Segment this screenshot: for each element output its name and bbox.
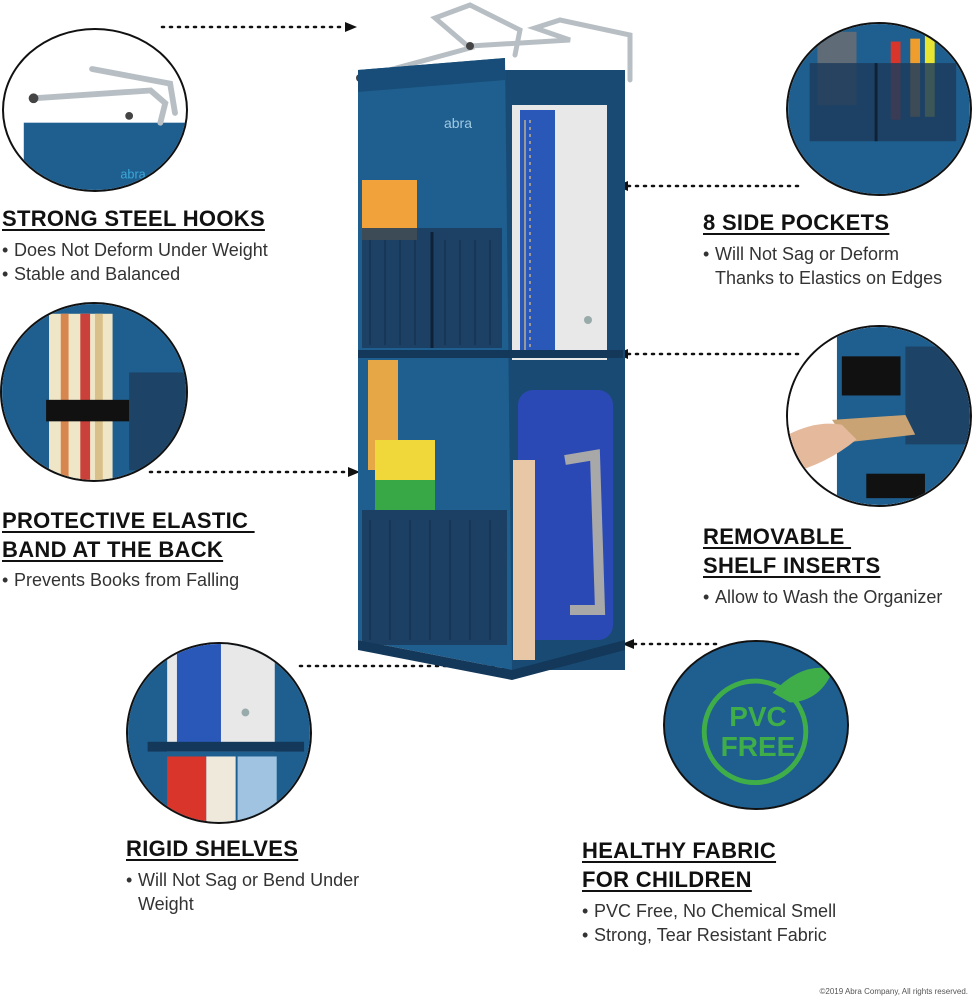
rigid-shelves-closeup xyxy=(126,642,312,824)
feature-bullets-steel-hooks: •Does Not Deform Under Weight •Stable an… xyxy=(2,238,268,286)
bullet-item: •Stable and Balanced xyxy=(2,264,181,284)
elastic-band-closeup xyxy=(0,302,188,482)
bullet-item: •PVC Free, No Chemical Smell xyxy=(582,901,837,921)
bullet-item: •Prevents Books from Falling xyxy=(2,570,240,590)
organizer-brand-logo: abra xyxy=(444,115,472,131)
pvc-free-badge-closeup: PVC FREE xyxy=(663,640,849,810)
bullet-item: •Allow to Wash the Organizer xyxy=(703,587,943,607)
free-label: FREE xyxy=(720,731,796,762)
feature-bullets-elastic-band: •Prevents Books from Falling xyxy=(2,568,239,592)
leaf-shape xyxy=(772,667,834,703)
feature-heading-healthy-fabric: HEALTHY FABRIC FOR CHILDREN xyxy=(582,838,777,892)
bullet-item: •Does Not Deform Under Weight xyxy=(2,240,268,260)
feature-heading-side-pockets: 8 SIDE POCKETS xyxy=(703,210,890,235)
hanging-organizer-illustration: abra xyxy=(356,2,633,680)
feature-bullets-healthy-fabric: •PVC Free, No Chemical Smell •Strong, Te… xyxy=(582,899,836,947)
hooks-closeup: abra xyxy=(2,28,188,192)
feature-heading-shelf-inserts: REMOVABLE SHELF INSERTS xyxy=(703,524,881,578)
shelf-inserts-closeup xyxy=(786,325,972,507)
feature-heading-steel-hooks: STRONG STEEL HOOKS xyxy=(2,206,265,231)
pockets-closeup xyxy=(786,22,972,196)
feature-bullets-shelf-inserts: •Allow to Wash the Organizer xyxy=(703,585,942,609)
leaf-icon xyxy=(701,678,809,786)
pvc-label: PVC xyxy=(729,701,787,732)
hooks-brand-logo: abra xyxy=(120,167,146,181)
feature-heading-rigid-shelves: RIGID SHELVES xyxy=(126,836,299,861)
feature-heading-elastic-band: PROTECTIVE ELASTIC BAND AT THE BACK xyxy=(2,508,255,562)
copyright-notice: ©2019 Abra Company, All rights reserved. xyxy=(819,987,969,996)
bullet-item: •Strong, Tear Resistant Fabric xyxy=(582,925,827,945)
